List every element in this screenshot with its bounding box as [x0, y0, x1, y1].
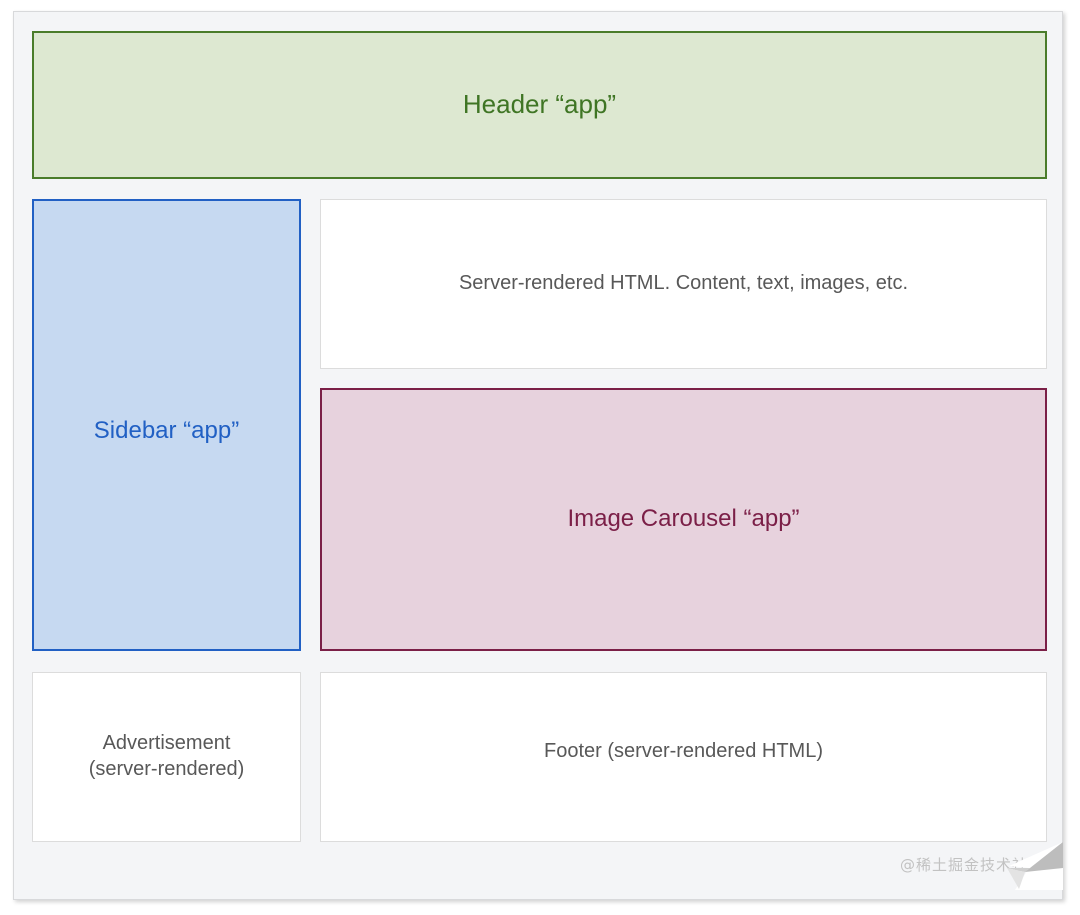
block-header-label: Header “app” [462, 89, 617, 120]
block-main-content: Server-rendered HTML. Content, text, ima… [320, 199, 1047, 369]
block-image-carousel-label: Image Carousel “app” [567, 505, 800, 533]
block-advertisement: Advertisement (server-rendered) [32, 672, 301, 842]
block-header: Header “app” [32, 31, 1047, 179]
block-sidebar-label: Sidebar “app” [93, 417, 240, 444]
block-footer-label: Footer (server-rendered HTML) [544, 740, 823, 762]
layout-diagram: Header “app” Sidebar “app” Server-render… [32, 31, 1047, 859]
block-image-carousel: Image Carousel “app” [320, 388, 1047, 651]
block-main-content-label: Server-rendered HTML. Content, text, ima… [458, 272, 909, 295]
block-sidebar: Sidebar “app” [32, 199, 301, 651]
block-advertisement-label: Advertisement (server-rendered) [88, 732, 245, 780]
diagram-canvas: Header “app” Sidebar “app” Server-render… [13, 11, 1063, 900]
block-footer: Footer (server-rendered HTML) [320, 672, 1047, 842]
